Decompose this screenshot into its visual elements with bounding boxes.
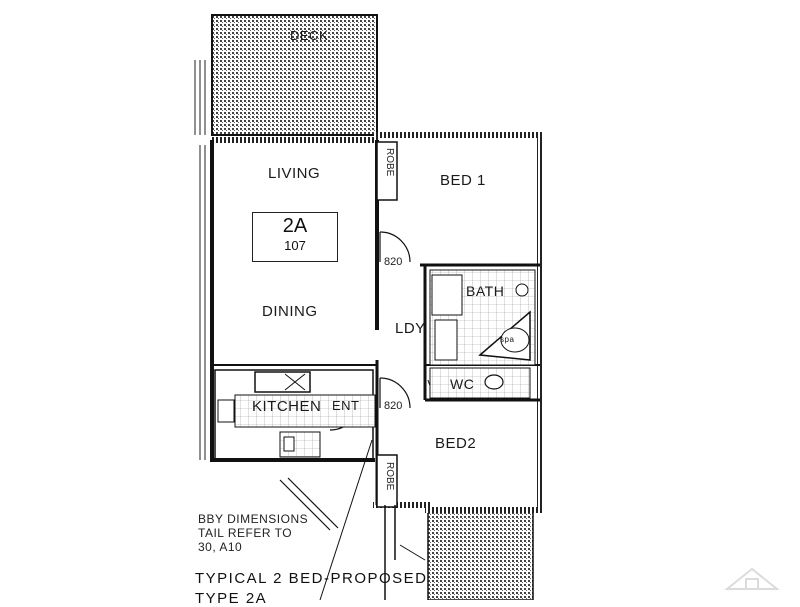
unit-number: 107: [284, 238, 306, 253]
room-label-deck: DECK: [290, 28, 329, 43]
door-swing-bed2: [379, 377, 411, 409]
note-line-1: BBY DIMENSIONS: [198, 512, 309, 526]
room-label-spa: spa: [500, 335, 515, 344]
room-label-wc: WC: [450, 376, 475, 392]
plan-subtitle: TYPE 2A: [195, 590, 268, 607]
room-label-dining: DINING: [262, 303, 318, 320]
room-label-bath: BATH: [466, 283, 505, 299]
robe-2: [376, 454, 398, 508]
room-label-bed1: BED 1: [440, 172, 486, 189]
outer-wall: [212, 132, 543, 513]
room-label-entry: ENT: [332, 398, 360, 413]
balcony-area: [427, 509, 534, 600]
unit-code: 2A: [282, 215, 308, 237]
unit-tag: 2A 107: [252, 212, 338, 262]
plan-title: TYPICAL 2 BED-PROPOSED: [195, 570, 428, 587]
door-swing-bed1: [379, 231, 411, 263]
robe-label-2: ROBE: [384, 462, 395, 491]
deck-area: [211, 14, 378, 136]
watermark-logo: [724, 567, 780, 590]
robe-1: [376, 141, 398, 201]
room-label-laundry: LDY: [395, 320, 426, 337]
room-label-bed2: BED2: [435, 435, 477, 452]
door-dimension-bed1: 820: [384, 256, 403, 268]
room-label-kitchen: KITCHEN: [252, 398, 322, 415]
note-line-3: 30, A10: [198, 540, 243, 554]
robe-label-1: ROBE: [384, 148, 395, 177]
door-dimension-bed2: 820: [384, 400, 403, 412]
note-line-2: TAIL REFER TO: [198, 526, 293, 540]
room-label-living: LIVING: [268, 165, 321, 182]
